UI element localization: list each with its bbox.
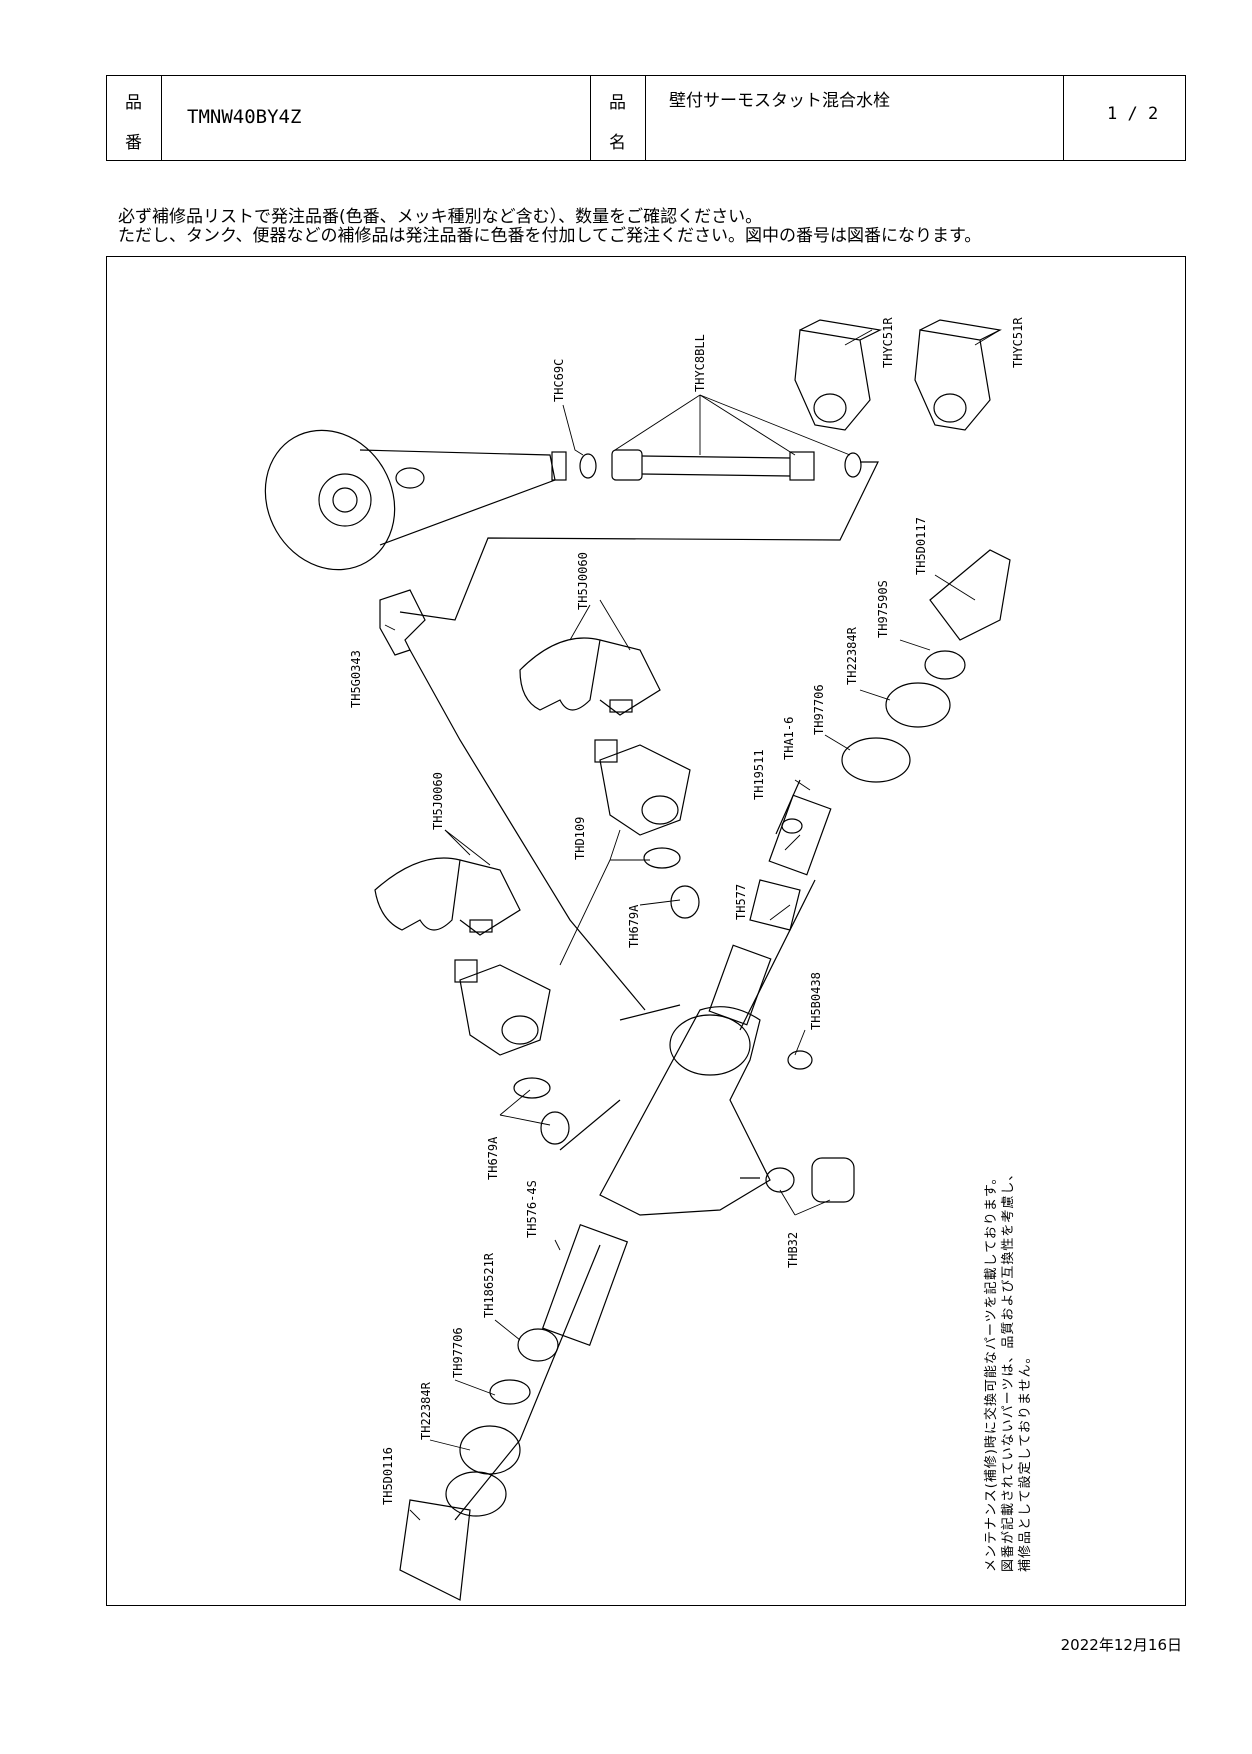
part-label: THA1-6	[782, 717, 796, 760]
part-label: TH22384R	[845, 626, 859, 685]
product-name-label: 品	[609, 93, 626, 113]
valve-drawing	[454, 959, 570, 1145]
divider	[161, 76, 162, 160]
part-label: TH577	[734, 884, 748, 920]
product-number: TMNW40BY4Z	[187, 106, 302, 128]
part-label: TH5G0343	[349, 650, 363, 708]
part-label: TH97706	[451, 1327, 465, 1378]
note-line: ただし、タンク、便器などの補修品は発注品番に色番を付加してご発注ください。図中の…	[118, 226, 982, 246]
shower-head-drawing	[264, 429, 567, 571]
bracket-drawing	[519, 637, 661, 716]
part-label: THYC8BLL	[693, 334, 707, 392]
note-line: 補修品として設定しておりません。	[1018, 1349, 1033, 1572]
leader-lines	[384, 329, 1001, 1521]
part-label: THC69C	[552, 359, 566, 402]
divider	[1063, 76, 1064, 160]
part-label: THYC51R	[1011, 317, 1025, 368]
part-label: TH5J0060	[431, 772, 445, 830]
page-number: 1 / 2	[1107, 104, 1159, 124]
faucet-body-drawing	[559, 1004, 771, 1216]
part-label: TH97706	[812, 684, 826, 735]
outlet-drawing	[740, 1157, 855, 1203]
part-label: TH576-4S	[525, 1180, 539, 1238]
product-number-label: 品	[125, 93, 142, 113]
maintenance-note: メンテナンス(補修)時に交換可能なパーツを記載しております。 図番が記載されてい…	[983, 1167, 1034, 1572]
part-label: TH5D0116	[381, 1447, 395, 1505]
part-label: TH97590S	[876, 580, 890, 638]
part-label: TH19511	[752, 749, 766, 800]
bracket-drawing	[374, 857, 521, 936]
issue-date: 2022年12月16日	[1060, 1636, 1182, 1654]
elbow-drawing	[379, 589, 646, 1011]
hose-drawing	[399, 449, 879, 621]
handle-assembly-drawing	[399, 1223, 629, 1601]
note-line: 必ず補修品リストで発注品番(色番、メッキ種別など含む）、数量をご確認ください。	[118, 207, 763, 227]
divider	[590, 76, 591, 160]
part-label: THD109	[573, 817, 587, 860]
note-line: メンテナンス(補修)時に交換可能なパーツを記載しております。	[984, 1170, 999, 1572]
product-name-label: 名	[609, 133, 626, 153]
part-label: TH22384R	[419, 1381, 433, 1440]
part-label: THB32	[786, 1232, 800, 1268]
notes: 必ず補修品リストで発注品番(色番、メッキ種別など含む）、数量をご確認ください。 …	[118, 208, 981, 246]
part-label: TH5J0060	[576, 552, 590, 610]
part-label: TH5D0117	[914, 517, 928, 575]
product-name: 壁付サーモスタット混合水栓	[669, 91, 890, 111]
part-label: TH679A	[486, 1136, 500, 1180]
divider	[645, 76, 646, 160]
note-line: 図番が記載されていないパーツは、品質および互換性を考慮し、	[1001, 1166, 1016, 1572]
valve-drawing	[594, 739, 700, 919]
part-label: THYC51R	[881, 317, 895, 368]
part-label: TH679A	[627, 904, 641, 948]
part-label: TH186521R	[482, 1252, 496, 1318]
cartridge-drawing	[708, 549, 1011, 1070]
exploded-diagram-frame	[106, 256, 1186, 1606]
part-label: TH5B0438	[809, 972, 823, 1030]
header-table: 品 番 TMNW40BY4Z 品 名 壁付サーモスタット混合水栓 1 / 2	[106, 75, 1186, 161]
product-number-label: 番	[125, 133, 142, 153]
holder-drawing	[794, 319, 1002, 431]
